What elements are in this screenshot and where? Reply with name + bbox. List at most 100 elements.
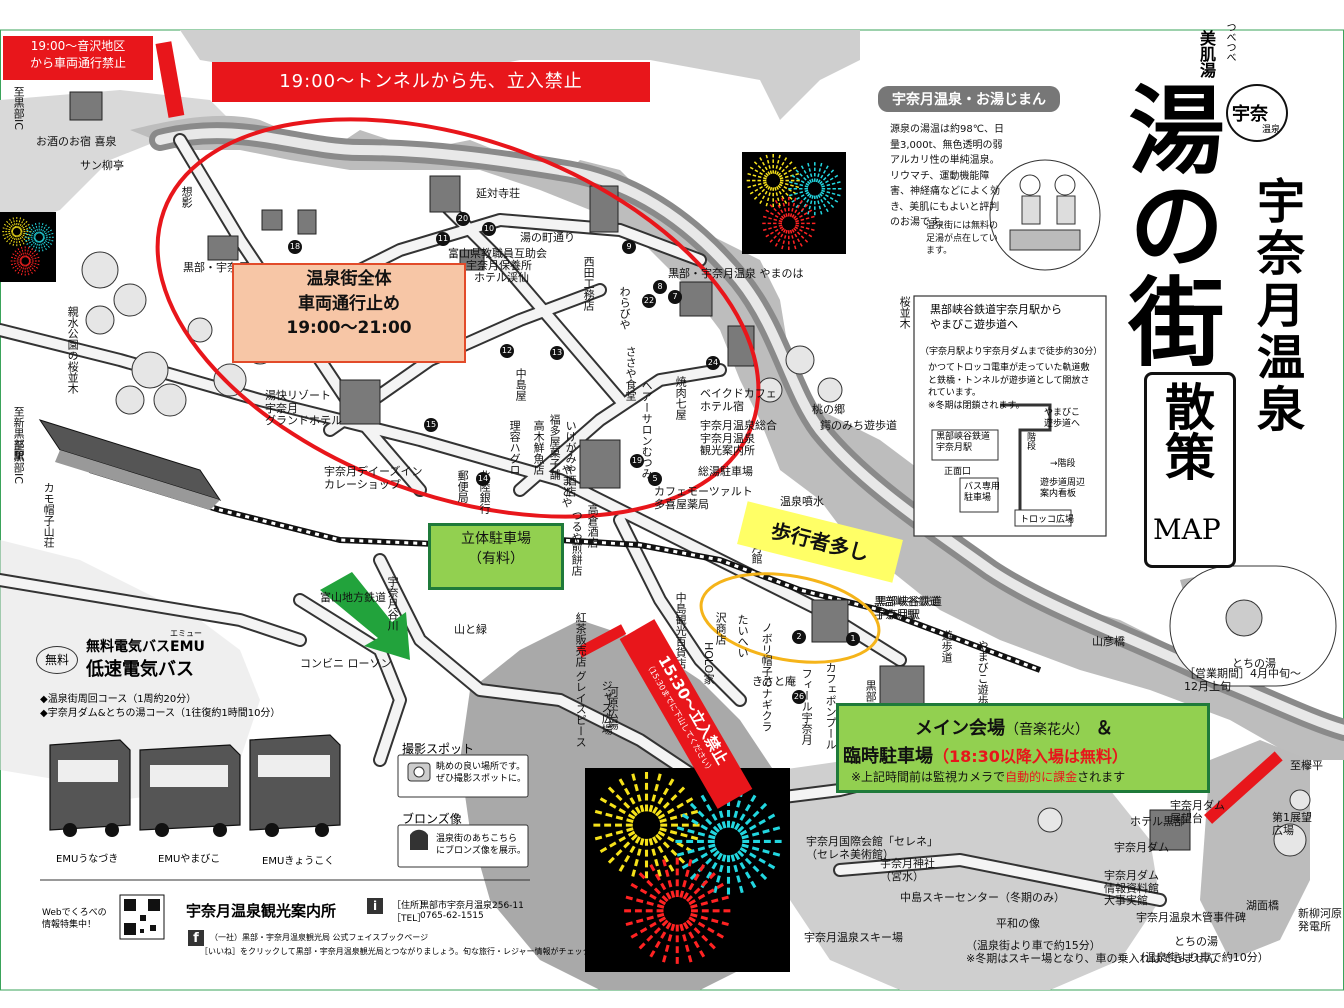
firework-spark [25,229,37,236]
firework-spark [764,226,784,238]
place-label-yamanoha: 黒部・宇奈月温泉 やまのは [668,267,804,280]
firework-spark [12,216,17,229]
onsengai-line-1: 温泉街全体 [306,269,392,289]
walkway-entrance: 正面口 [944,467,972,477]
firework-spark [790,191,810,204]
firework-spark [28,253,39,260]
firework-spark [780,229,788,251]
facebook-icon[interactable]: f [193,931,199,946]
map-word: MAP [1153,513,1221,546]
qr-code-icon[interactable] [120,895,164,939]
firework-spark [794,208,814,221]
firework-left [0,212,56,282]
footer-address: 黒部市宇奈月温泉256-11 [420,901,524,911]
firework-spark [606,833,638,866]
firework-spark [688,916,726,940]
firework-spark [40,223,48,235]
firework-spark [739,812,777,836]
place-label-yuubin: 郵便局 [456,470,470,503]
place-label-firmel: フィール宇奈月 [800,668,814,745]
place-label-heyasalon: ヘアーサロンむつみ [640,380,654,479]
place-label-konan: 湖面橋 [1246,899,1279,912]
firework-spark [652,836,676,874]
map-marker-m2: 2 [792,630,806,644]
firework-spark [25,246,30,258]
map-marker-m13: 13 [550,346,564,360]
title-main: 湯の街 [1112,80,1225,368]
firework-spark [806,161,814,183]
legend-bronze-desc: 温泉街のあちこちら にブロンズ像を展示。 [436,834,526,856]
place-label-conveni: コンビニ ローソン [300,657,392,670]
sanpo-box: 散策 MAP [1144,372,1236,568]
firework-spark [819,193,835,209]
place-label-yamagata: やまとや [560,464,574,508]
legend-photo-desc: 眺めの良い場所です。 ぜひ撮影スポットに。 [436,762,527,784]
firework-spark [41,226,51,235]
map-marker-m11: 11 [436,232,450,246]
firework-spark [8,234,16,245]
main-venue-notice: メイン会場（音楽花火） ＆ 臨時駐車場（18:30以降入場は無料） ※上記時間前… [836,703,1210,793]
firework-spark [17,235,22,247]
place-label-holoya: HOLO家 [702,642,716,685]
firework-top-right [742,152,846,254]
place-label-tochinoyu-sub: （温泉街より車で約10分） [1134,951,1269,964]
firework-spark [748,166,768,178]
place-label-ski-jo: 宇奈月温泉スキー場 [804,931,903,944]
firework-spark [20,264,25,276]
emu-muryou-badge: 無料 [36,646,78,674]
firework-spark [794,168,811,185]
firework-spark [741,843,783,858]
map-marker-m15: 15 [424,418,438,432]
place-label-nakajima-ski: 中島スキーセンター（冬期のみ） [900,891,1065,904]
firework-spark [41,239,51,249]
title-block: つべつべ 美肌湯 宇奈 温泉 湯の街 宇奈月温泉 散策 MAP [1112,20,1330,568]
multistory-parking-notice: 立体駐車場 （有料） [428,523,564,590]
firework-spark [39,240,44,252]
footer-tel-label: ［TEL］ [392,914,427,924]
firework-spark [26,247,34,258]
place-label-oshuyado: お酒のお宿 喜泉 [36,135,117,148]
place-label-sanhinode: サン柳亭 [80,159,124,172]
place-label-kamosatsu: カモ帽子山荘 [42,482,56,548]
firework-spark [795,224,816,232]
firework-spark [598,830,636,854]
firework-spark [821,189,842,197]
place-label-tsubaki: つるや煎餅店 [570,510,584,576]
green-arrow [320,572,410,660]
emu-bus-1: EMUうなづき [56,854,119,865]
sanpo-text: 散策 [1157,381,1216,481]
notice-part-c: されます [1077,770,1126,784]
temp-parking-label: 臨時駐車場 [843,746,933,767]
parking-line-2: （有料） [468,551,524,568]
firework-spark [28,261,40,266]
firework-icon [1,216,55,277]
firework-spark [630,838,645,879]
place-label-baker: ベイクドカフェ ホテル宿 [700,387,777,413]
place-label-shin-kurobe2: 至黒部IC [12,440,26,484]
onsengai-line-2: 車両通行止め [298,293,400,314]
place-label-nishida: 西田工務店 [582,256,596,311]
firework-spark [765,153,773,175]
firework-spark [648,862,672,900]
firework-spark [617,776,641,814]
firework-spark [34,222,39,234]
firework-spark [815,195,823,216]
place-label-tochinoyu-bath: とちの湯 [1232,657,1276,670]
firework-spark [758,186,771,205]
firework-spark [648,921,672,960]
firework-spark [815,161,823,183]
place-label-kanrisho: 宇奈月温泉木管事件碑 [1136,911,1246,924]
map-marker-m24: 24 [706,356,720,370]
firework-spark [40,240,48,251]
walkway-guide-board: 遊歩道周辺 案内看板 [1040,478,1086,499]
place-label-yusodo: 遊歩道 [940,630,954,663]
firework-spark [806,195,814,216]
firework-spark [680,846,718,871]
firework-spark [655,785,687,817]
map-marker-m12: 12 [500,344,514,358]
onsen-info-body: 源泉の湯温は約98℃、日量3,000t、無色透明の弱アルカリ性の単純温泉。リウマ… [890,124,1004,228]
walkway-kaidan: 階段 [1025,432,1035,450]
emu-bus-3: EMUきょうこく [262,856,335,867]
footer-tel: 0765-62-1515 [420,911,484,921]
firework-spark [28,239,37,249]
